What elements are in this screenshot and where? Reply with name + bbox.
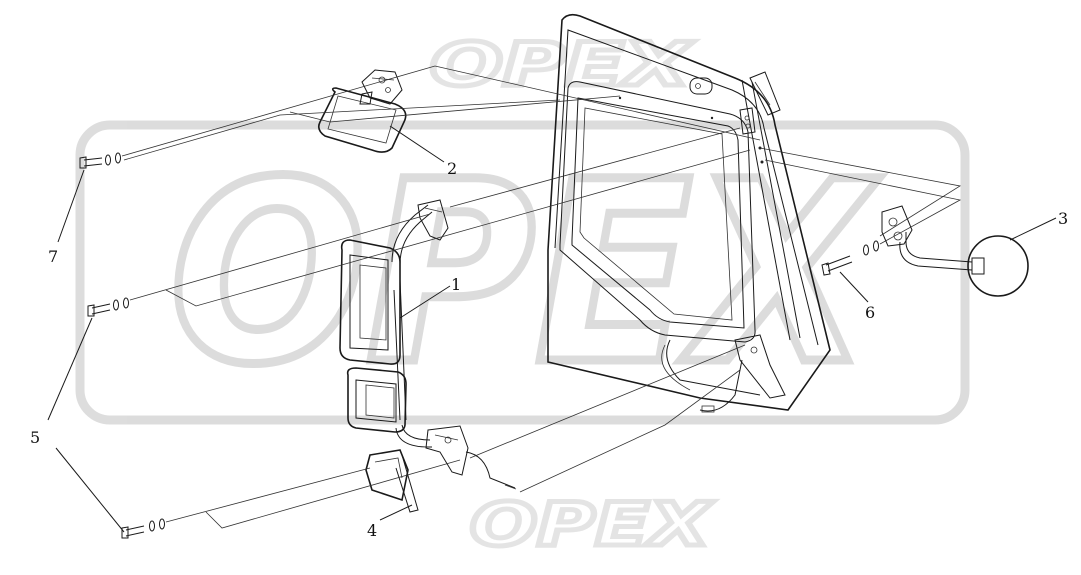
round-blind-spot-mirror — [881, 205, 1029, 297]
front-view-mirror — [318, 69, 407, 153]
watermark-brand: OPEX — [170, 128, 879, 419]
callout-1: 1 — [451, 275, 461, 294]
callout-6: 6 — [865, 303, 875, 322]
callout-7: 7 — [48, 247, 58, 266]
watermark-frame — [75, 120, 970, 425]
watermark: OPEX OPEX OPEX — [75, 28, 970, 563]
assembly-lines — [121, 65, 962, 529]
main-rear-view-mirror — [339, 199, 517, 490]
bolt-set-5-upper — [87, 297, 129, 317]
callout-labels: 1 2 3 4 5 6 7 — [30, 159, 1068, 540]
callout-2: 2 — [447, 159, 457, 178]
callout-4: 4 — [367, 521, 377, 540]
cab-door-panel — [547, 13, 831, 411]
bolt-set-5-lower — [121, 518, 165, 539]
callout-3: 3 — [1058, 209, 1068, 228]
watermark-brand-bottom: OPEX — [470, 490, 714, 560]
leader-lines — [47, 125, 1057, 533]
watermark-brand-top: OPEX — [430, 30, 694, 100]
mounting-bracket — [365, 449, 419, 513]
callout-5: 5 — [30, 428, 40, 447]
bolt-set-6 — [821, 240, 879, 276]
bolt-set-7 — [79, 152, 121, 169]
